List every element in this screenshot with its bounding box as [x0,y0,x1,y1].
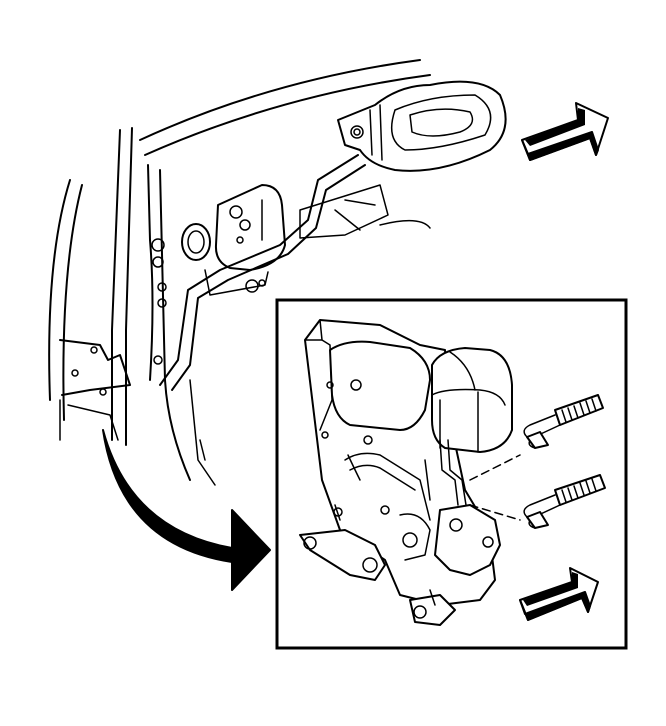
actuating-rods [159,154,431,391]
inside-handle [337,80,507,172]
rod-connector-lower [469,474,606,529]
callout-arrow [102,429,271,591]
forward-arrow-box [519,567,599,621]
door-lock-actuator [299,319,513,626]
rod-connector-upper [469,394,604,481]
door-opening [181,223,211,261]
forward-arrow-top [521,102,609,161]
door-panel [48,59,431,486]
